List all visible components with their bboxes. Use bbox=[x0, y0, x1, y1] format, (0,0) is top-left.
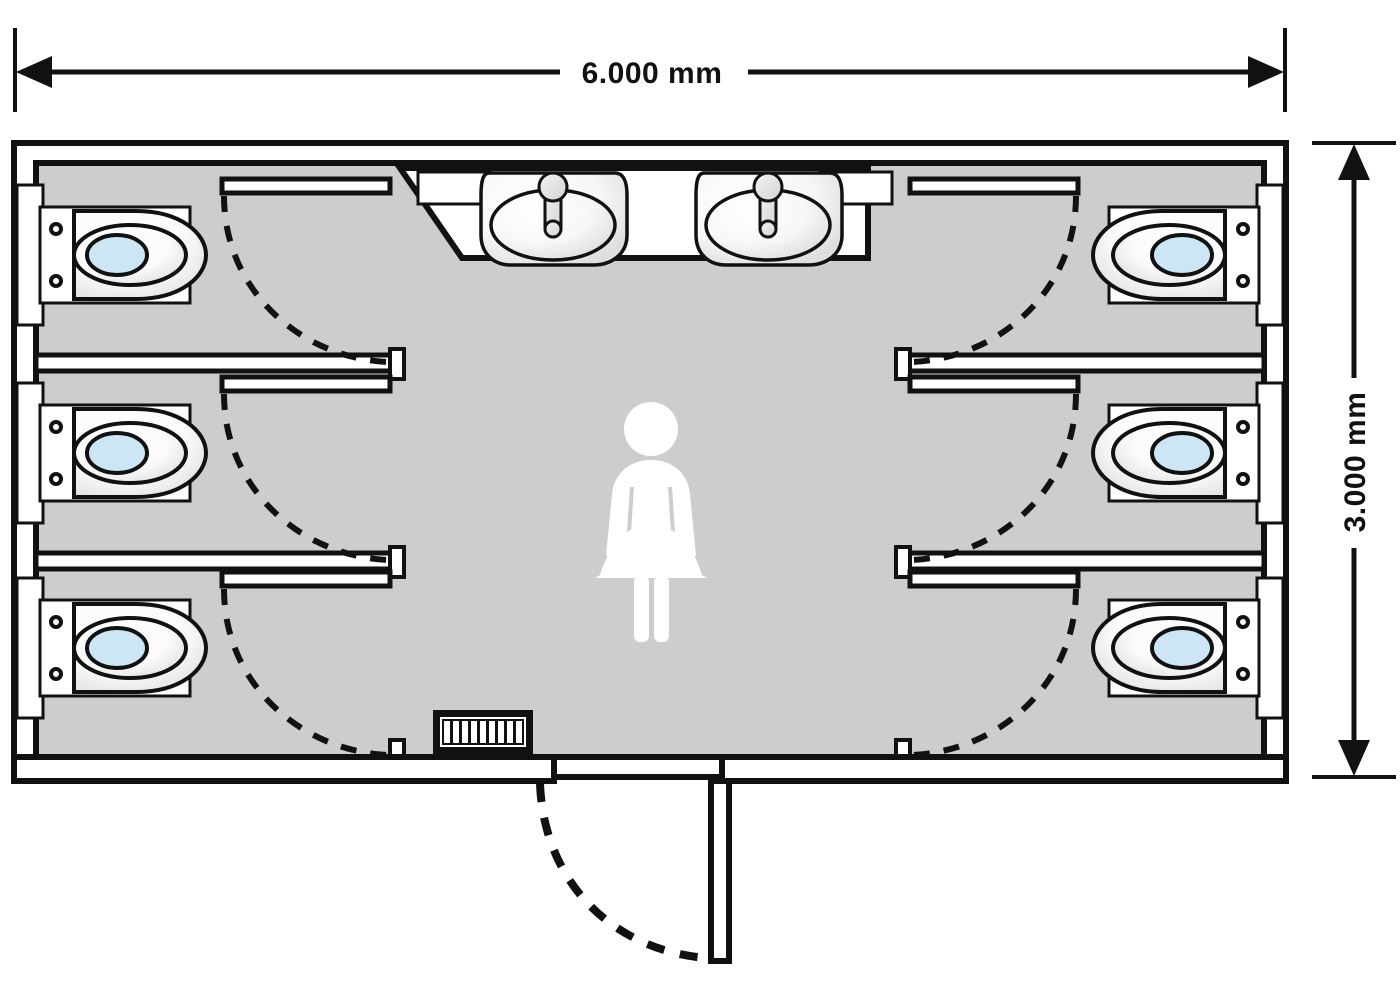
left-cubicle-2 bbox=[33, 374, 406, 579]
cubicle-door-left-2[interactable] bbox=[219, 374, 393, 394]
dimension-arrow-top bbox=[1338, 144, 1370, 180]
entrance-door[interactable] bbox=[536, 778, 732, 964]
left-cubicle-group bbox=[33, 176, 406, 772]
door-swing-arc-right-3 bbox=[911, 588, 1079, 758]
door-swing-arc-right-2 bbox=[911, 393, 1079, 563]
door-jamb-right-2 bbox=[894, 545, 912, 579]
door-swing-arc-left-2 bbox=[221, 393, 389, 563]
dimension-width: 6.000 mm bbox=[13, 28, 1287, 112]
cubicle-door-right-2[interactable] bbox=[907, 374, 1081, 394]
door-jamb-left-2 bbox=[388, 545, 406, 579]
bottom-wall-group bbox=[11, 754, 1289, 784]
bottom-wall-right bbox=[719, 754, 1289, 784]
dimension-arrow-right bbox=[1248, 56, 1284, 88]
bottom-wall-left bbox=[11, 754, 557, 784]
left-cubicle-1 bbox=[33, 176, 406, 381]
wall-panel-right-1 bbox=[1255, 183, 1285, 327]
door-swing-arc-right-1 bbox=[911, 195, 1079, 365]
toilet-right-2 bbox=[1091, 403, 1261, 503]
toilet-left-3 bbox=[38, 598, 208, 698]
partition-right-1 bbox=[901, 352, 1267, 374]
cubicle-door-right-3[interactable] bbox=[907, 569, 1081, 589]
dimension-arrow-left bbox=[16, 56, 52, 88]
right-cubicle-3 bbox=[894, 569, 1261, 772]
entrance-door-leaf[interactable] bbox=[708, 778, 732, 964]
wall-panel-right-3 bbox=[1255, 576, 1285, 720]
floor-vent-grille bbox=[433, 710, 533, 754]
vent-slats bbox=[444, 721, 522, 743]
wash-basin-2 bbox=[694, 171, 844, 267]
cubicle-door-left-3[interactable] bbox=[219, 569, 393, 589]
pictogram-leg-left bbox=[634, 576, 649, 642]
wash-basin-1 bbox=[479, 171, 629, 267]
cubicle-door-left-1[interactable] bbox=[219, 176, 393, 196]
pictogram-leg-right bbox=[654, 576, 669, 642]
vanity-shelf-left bbox=[416, 170, 492, 206]
door-jamb-right-1 bbox=[894, 347, 912, 381]
vanity-unit bbox=[394, 165, 894, 267]
partition-left-1 bbox=[33, 352, 399, 374]
door-jamb-left-1 bbox=[388, 347, 406, 381]
right-cubicle-group bbox=[894, 176, 1267, 772]
pictogram-skirt bbox=[595, 524, 707, 578]
partition-left-2 bbox=[33, 550, 399, 572]
dimension-width-label: 6.000 mm bbox=[582, 57, 723, 90]
wall-panel-right-2 bbox=[1255, 381, 1285, 525]
dimension-arrow-bottom bbox=[1338, 740, 1370, 776]
right-cubicle-2 bbox=[894, 374, 1267, 579]
dimension-height-label: 3.000 mm bbox=[1339, 392, 1372, 533]
right-cubicle-1 bbox=[894, 176, 1267, 381]
door-swing-arc-left-1 bbox=[221, 195, 389, 365]
dimension-height: 3.000 mm bbox=[1312, 141, 1396, 779]
toilet-right-1 bbox=[1091, 205, 1261, 305]
entrance-door-swing-arc bbox=[536, 783, 707, 962]
partition-right-2 bbox=[901, 550, 1267, 572]
toilet-left-1 bbox=[38, 205, 208, 305]
toilet-right-3 bbox=[1091, 598, 1261, 698]
door-swing-arc-left-3 bbox=[221, 588, 389, 758]
cubicle-door-right-1[interactable] bbox=[907, 176, 1081, 196]
toilet-left-2 bbox=[38, 403, 208, 503]
female-restroom-symbol bbox=[595, 402, 707, 642]
pictogram-head bbox=[624, 402, 678, 456]
